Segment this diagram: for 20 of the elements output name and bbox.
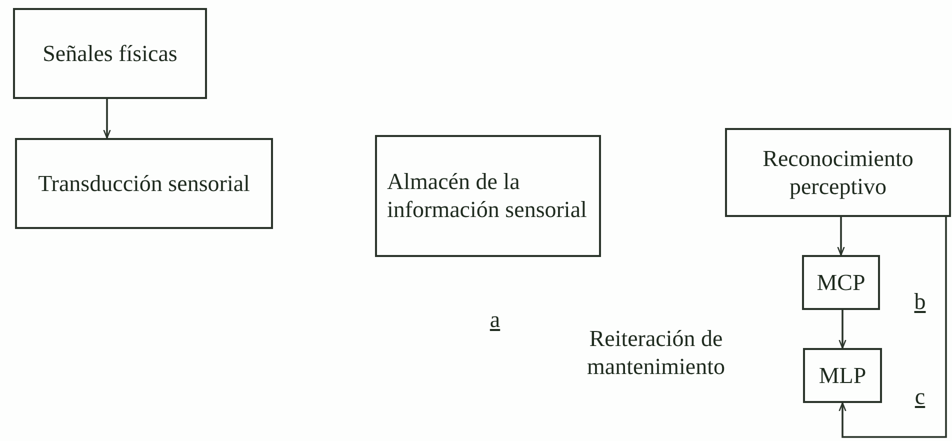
annotation-text: Reiteración de mantenimiento — [586, 325, 726, 380]
box-label: Almacén de la información sensorial — [387, 168, 588, 224]
box-label: Reconocimiento perceptivo — [762, 144, 914, 200]
process-box — [15, 138, 273, 229]
letter-label: c — [914, 383, 926, 411]
process-box — [725, 128, 951, 217]
arrow — [838, 310, 846, 349]
letter-label: b — [913, 288, 927, 316]
box-label: MCP — [816, 268, 866, 296]
process-box — [803, 348, 882, 403]
box-label: Señales físicas — [42, 40, 178, 68]
process-box — [802, 255, 880, 310]
arrow — [838, 217, 947, 438]
letter-label: a — [488, 306, 502, 334]
box-label: Transducción sensorial — [38, 170, 250, 198]
arrow — [837, 217, 845, 256]
process-box — [13, 8, 207, 99]
box-label: MLP — [818, 362, 866, 390]
arrow — [103, 99, 111, 139]
process-box — [375, 135, 601, 257]
